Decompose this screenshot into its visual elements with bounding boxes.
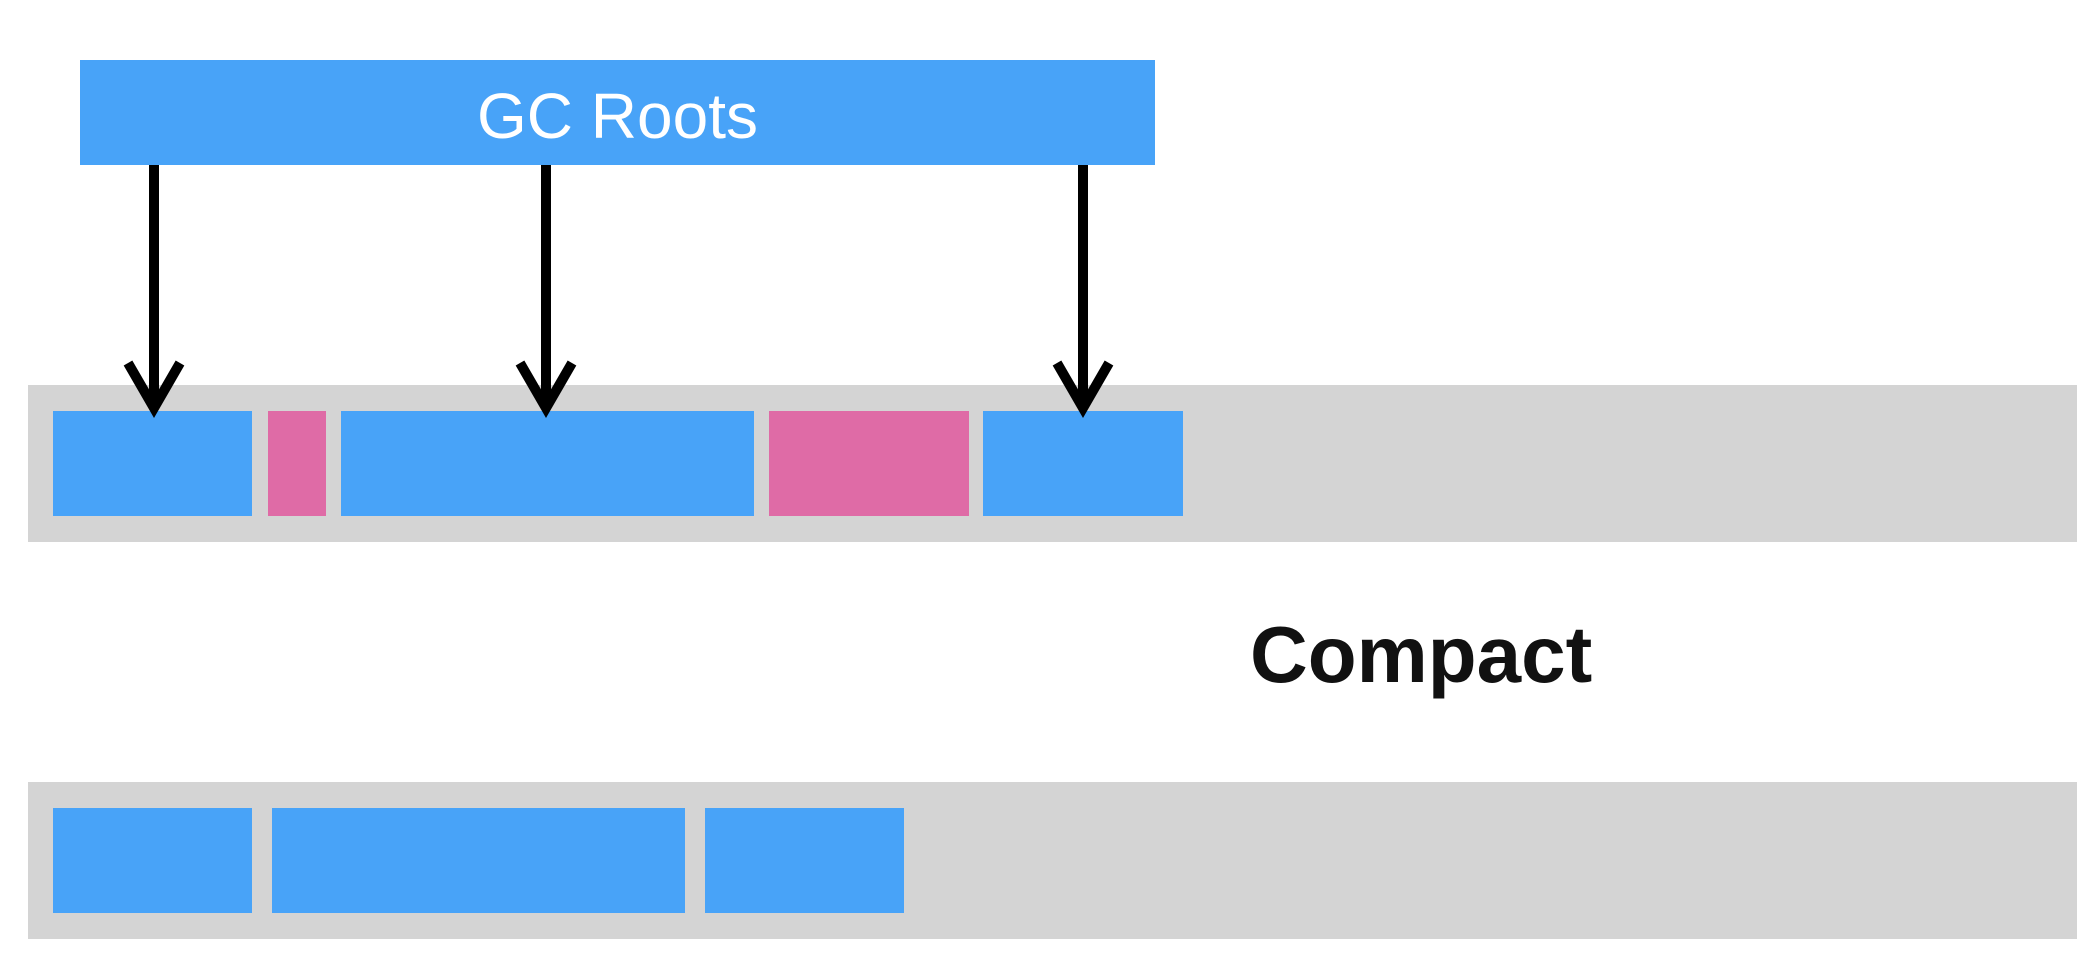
heap-before-compaction	[28, 385, 2077, 542]
heap-after-compaction	[28, 782, 2077, 939]
compacted-object-3	[705, 808, 904, 913]
dead-object-1	[268, 411, 326, 516]
reference-arrow-3	[1052, 165, 1114, 418]
dead-object-2	[769, 411, 969, 516]
live-object-1	[53, 411, 252, 516]
live-object-2	[341, 411, 754, 516]
compacted-object-2	[272, 808, 685, 913]
gc-roots-label: GC Roots	[477, 80, 758, 152]
compacted-object-1	[53, 808, 252, 913]
compact-label: Compact	[1250, 610, 1593, 699]
reference-arrow-1	[123, 165, 185, 418]
reference-arrow-2	[515, 165, 577, 418]
live-object-3	[983, 411, 1183, 516]
gc-roots-box: GC Roots	[80, 60, 1155, 165]
